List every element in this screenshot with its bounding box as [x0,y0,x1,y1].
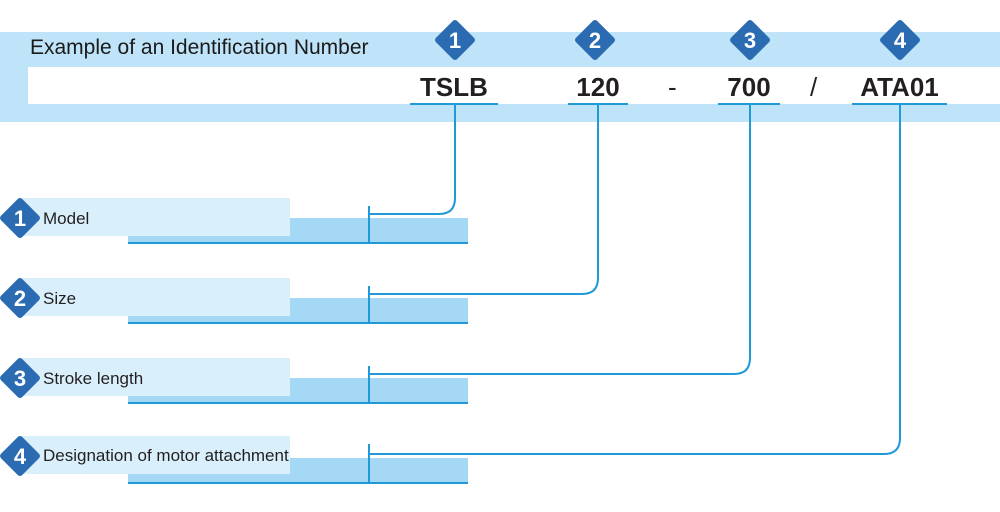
svg-text:3: 3 [14,366,26,391]
legend-label-motor-attachment: Designation of motor attachment [43,446,289,465]
svg-text:2: 2 [589,28,601,53]
code-separator-dash: - [668,72,677,102]
code-part-size: 120 [576,72,620,102]
connector-line-1 [370,104,456,215]
legend-card-3 [18,358,290,396]
number-marker-2-icon: 2 [575,20,615,60]
code-part-stroke: 700 [727,72,771,102]
svg-text:1: 1 [449,28,461,53]
number-marker-1-icon: 1 [435,20,475,60]
connector-line-3 [370,104,751,375]
code-part-motor-attachment: ATA01 [860,72,939,102]
svg-text:2: 2 [14,286,26,311]
legend-label-model: Model [43,209,90,228]
connector-line-4 [370,104,901,455]
code-part-model: TSLB [420,72,488,102]
legend-label-stroke-length: Stroke length [43,369,144,388]
legend-card-2 [18,278,290,316]
connector-line-2 [370,104,599,295]
legend-label-size: Size [43,289,77,308]
code-separator-slash: / [810,72,818,102]
legend-card-4 [18,436,290,474]
number-marker-4-icon: 4 [880,20,920,60]
svg-text:4: 4 [14,444,27,469]
svg-text:3: 3 [744,28,756,53]
legend-marker-2-icon: 2 [0,278,40,318]
legend-card-1 [18,198,290,236]
legend-marker-3-icon: 3 [0,358,40,398]
svg-text:4: 4 [894,28,907,53]
legend-marker-4-icon: 4 [0,436,40,476]
number-marker-3-icon: 3 [730,20,770,60]
svg-text:1: 1 [14,206,26,231]
diagram-title: Example of an Identification Number [30,36,369,59]
legend-marker-1-icon: 1 [0,198,40,238]
code-row-background [28,67,1000,104]
